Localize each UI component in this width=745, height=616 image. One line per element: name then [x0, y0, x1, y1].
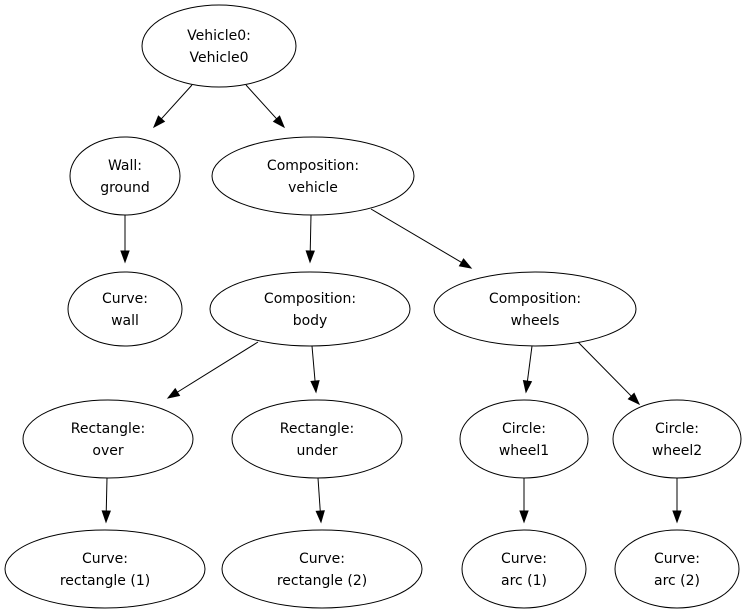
graph-edge: [575, 339, 641, 406]
node-ellipse[interactable]: [67, 271, 183, 347]
node-label-type: Circle:: [502, 421, 546, 437]
node-label-type: Wall:: [108, 158, 142, 174]
edge-arrowhead: [120, 250, 130, 264]
node-label-name: over: [92, 443, 123, 459]
graph-node-circle_wheel1[interactable]: Circle: wheel1: [459, 399, 589, 479]
graph-edge: [153, 84, 193, 129]
edge-arrowhead: [101, 510, 111, 524]
node-ellipse[interactable]: [209, 271, 411, 347]
graph-node-curve_wall[interactable]: Curve: wall: [67, 271, 183, 347]
node-label-name: ground: [100, 180, 150, 196]
node-ellipse[interactable]: [69, 136, 181, 216]
nodes-layer: Vehicle0:Vehicle0Wall:groundComposition:…: [4, 4, 742, 609]
edge-line: [309, 214, 312, 254]
node-label-type: Vehicle0:: [187, 28, 251, 44]
graph-edge: [672, 478, 682, 524]
node-ellipse[interactable]: [459, 399, 589, 479]
node-label-name: arc (1): [501, 573, 547, 589]
node-label-name: Vehicle0: [190, 50, 249, 66]
edge-arrowhead: [166, 387, 181, 399]
node-ellipse[interactable]: [211, 136, 415, 216]
graph-node-curve_rectangle_1[interactable]: Curve: rectangle (1): [4, 529, 206, 609]
node-label-name: wheels: [511, 313, 560, 329]
edge-arrowhead: [305, 250, 315, 264]
graph-node-rectangle_over[interactable]: Rectangle: over: [22, 399, 194, 479]
graph-edge: [120, 215, 130, 264]
edge-arrowhead: [458, 258, 473, 269]
edge-arrowhead: [272, 115, 285, 129]
node-label-type: Curve:: [299, 551, 345, 567]
edge-arrowhead: [315, 510, 325, 524]
edge-line: [159, 84, 193, 121]
node-label-type: Curve:: [102, 291, 148, 307]
graph-edge: [305, 214, 315, 264]
graph-node-composition_vehicle[interactable]: Composition: vehicle: [211, 136, 415, 216]
node-label-type: Curve:: [82, 551, 128, 567]
node-ellipse[interactable]: [4, 529, 206, 609]
edge-arrowhead: [522, 379, 533, 394]
edge-arrowhead: [519, 510, 529, 524]
graph-edge: [310, 345, 320, 394]
node-ellipse[interactable]: [461, 529, 587, 609]
node-label-name: rectangle (1): [60, 573, 150, 589]
node-ellipse[interactable]: [433, 271, 637, 347]
edge-arrowhead: [153, 115, 166, 129]
node-ellipse[interactable]: [612, 399, 742, 479]
node-label-name: rectangle (2): [277, 573, 367, 589]
graph-node-circle_wheel2[interactable]: Circle: wheel2: [612, 399, 742, 479]
graph-edge: [245, 84, 285, 129]
node-label-name: under: [296, 443, 337, 459]
node-label-type: Composition:: [489, 291, 581, 307]
node-label-name: vehicle: [288, 180, 338, 196]
edge-line: [105, 477, 108, 514]
edge-arrowhead: [672, 510, 682, 524]
edge-arrowhead: [627, 392, 641, 406]
graph-node-vehicle0[interactable]: Vehicle0: Vehicle0: [141, 4, 297, 88]
node-label-name: wheel1: [499, 443, 549, 459]
node-ellipse[interactable]: [22, 399, 194, 479]
node-label-type: Circle:: [655, 421, 699, 437]
node-label-name: arc (2): [654, 573, 700, 589]
graph-edge: [166, 341, 259, 399]
edge-arrowhead: [310, 380, 320, 394]
node-label-type: Curve:: [654, 551, 700, 567]
graph-node-wall_ground[interactable]: Wall: ground: [69, 136, 181, 216]
node-ellipse[interactable]: [221, 529, 423, 609]
edge-line: [311, 345, 316, 384]
graph-edge: [519, 478, 529, 524]
graph-edge: [315, 477, 325, 524]
graph-node-composition_body[interactable]: Composition: body: [209, 271, 411, 347]
graph-node-curve_arc_2[interactable]: Curve: arc (2): [614, 529, 740, 609]
edge-line: [175, 341, 259, 394]
edges-layer: [101, 84, 682, 524]
graph-node-rectangle_under[interactable]: Rectangle: under: [231, 399, 403, 479]
node-label-type: Composition:: [267, 158, 359, 174]
graph-node-curve_arc_1[interactable]: Curve: arc (1): [461, 529, 587, 609]
node-label-type: Rectangle:: [71, 421, 145, 437]
node-label-name: wall: [111, 313, 139, 329]
edge-line: [575, 339, 634, 398]
edge-line: [317, 477, 321, 514]
graph-node-composition_wheels[interactable]: Composition: wheels: [433, 271, 637, 347]
edge-line: [526, 345, 533, 384]
graph-edge: [101, 477, 111, 524]
node-ellipse[interactable]: [614, 529, 740, 609]
node-label-name: body: [293, 313, 328, 329]
edge-line: [245, 84, 279, 121]
node-ellipse[interactable]: [141, 4, 297, 88]
node-ellipse[interactable]: [231, 399, 403, 479]
node-label-name: wheel2: [652, 443, 702, 459]
node-label-type: Rectangle:: [280, 421, 354, 437]
node-label-type: Composition:: [264, 291, 356, 307]
graph-edge: [370, 208, 473, 269]
edge-line: [370, 208, 464, 264]
graph-edge: [522, 345, 533, 394]
graph-node-curve_rectangle_2[interactable]: Curve: rectangle (2): [221, 529, 423, 609]
node-label-type: Curve:: [501, 551, 547, 567]
